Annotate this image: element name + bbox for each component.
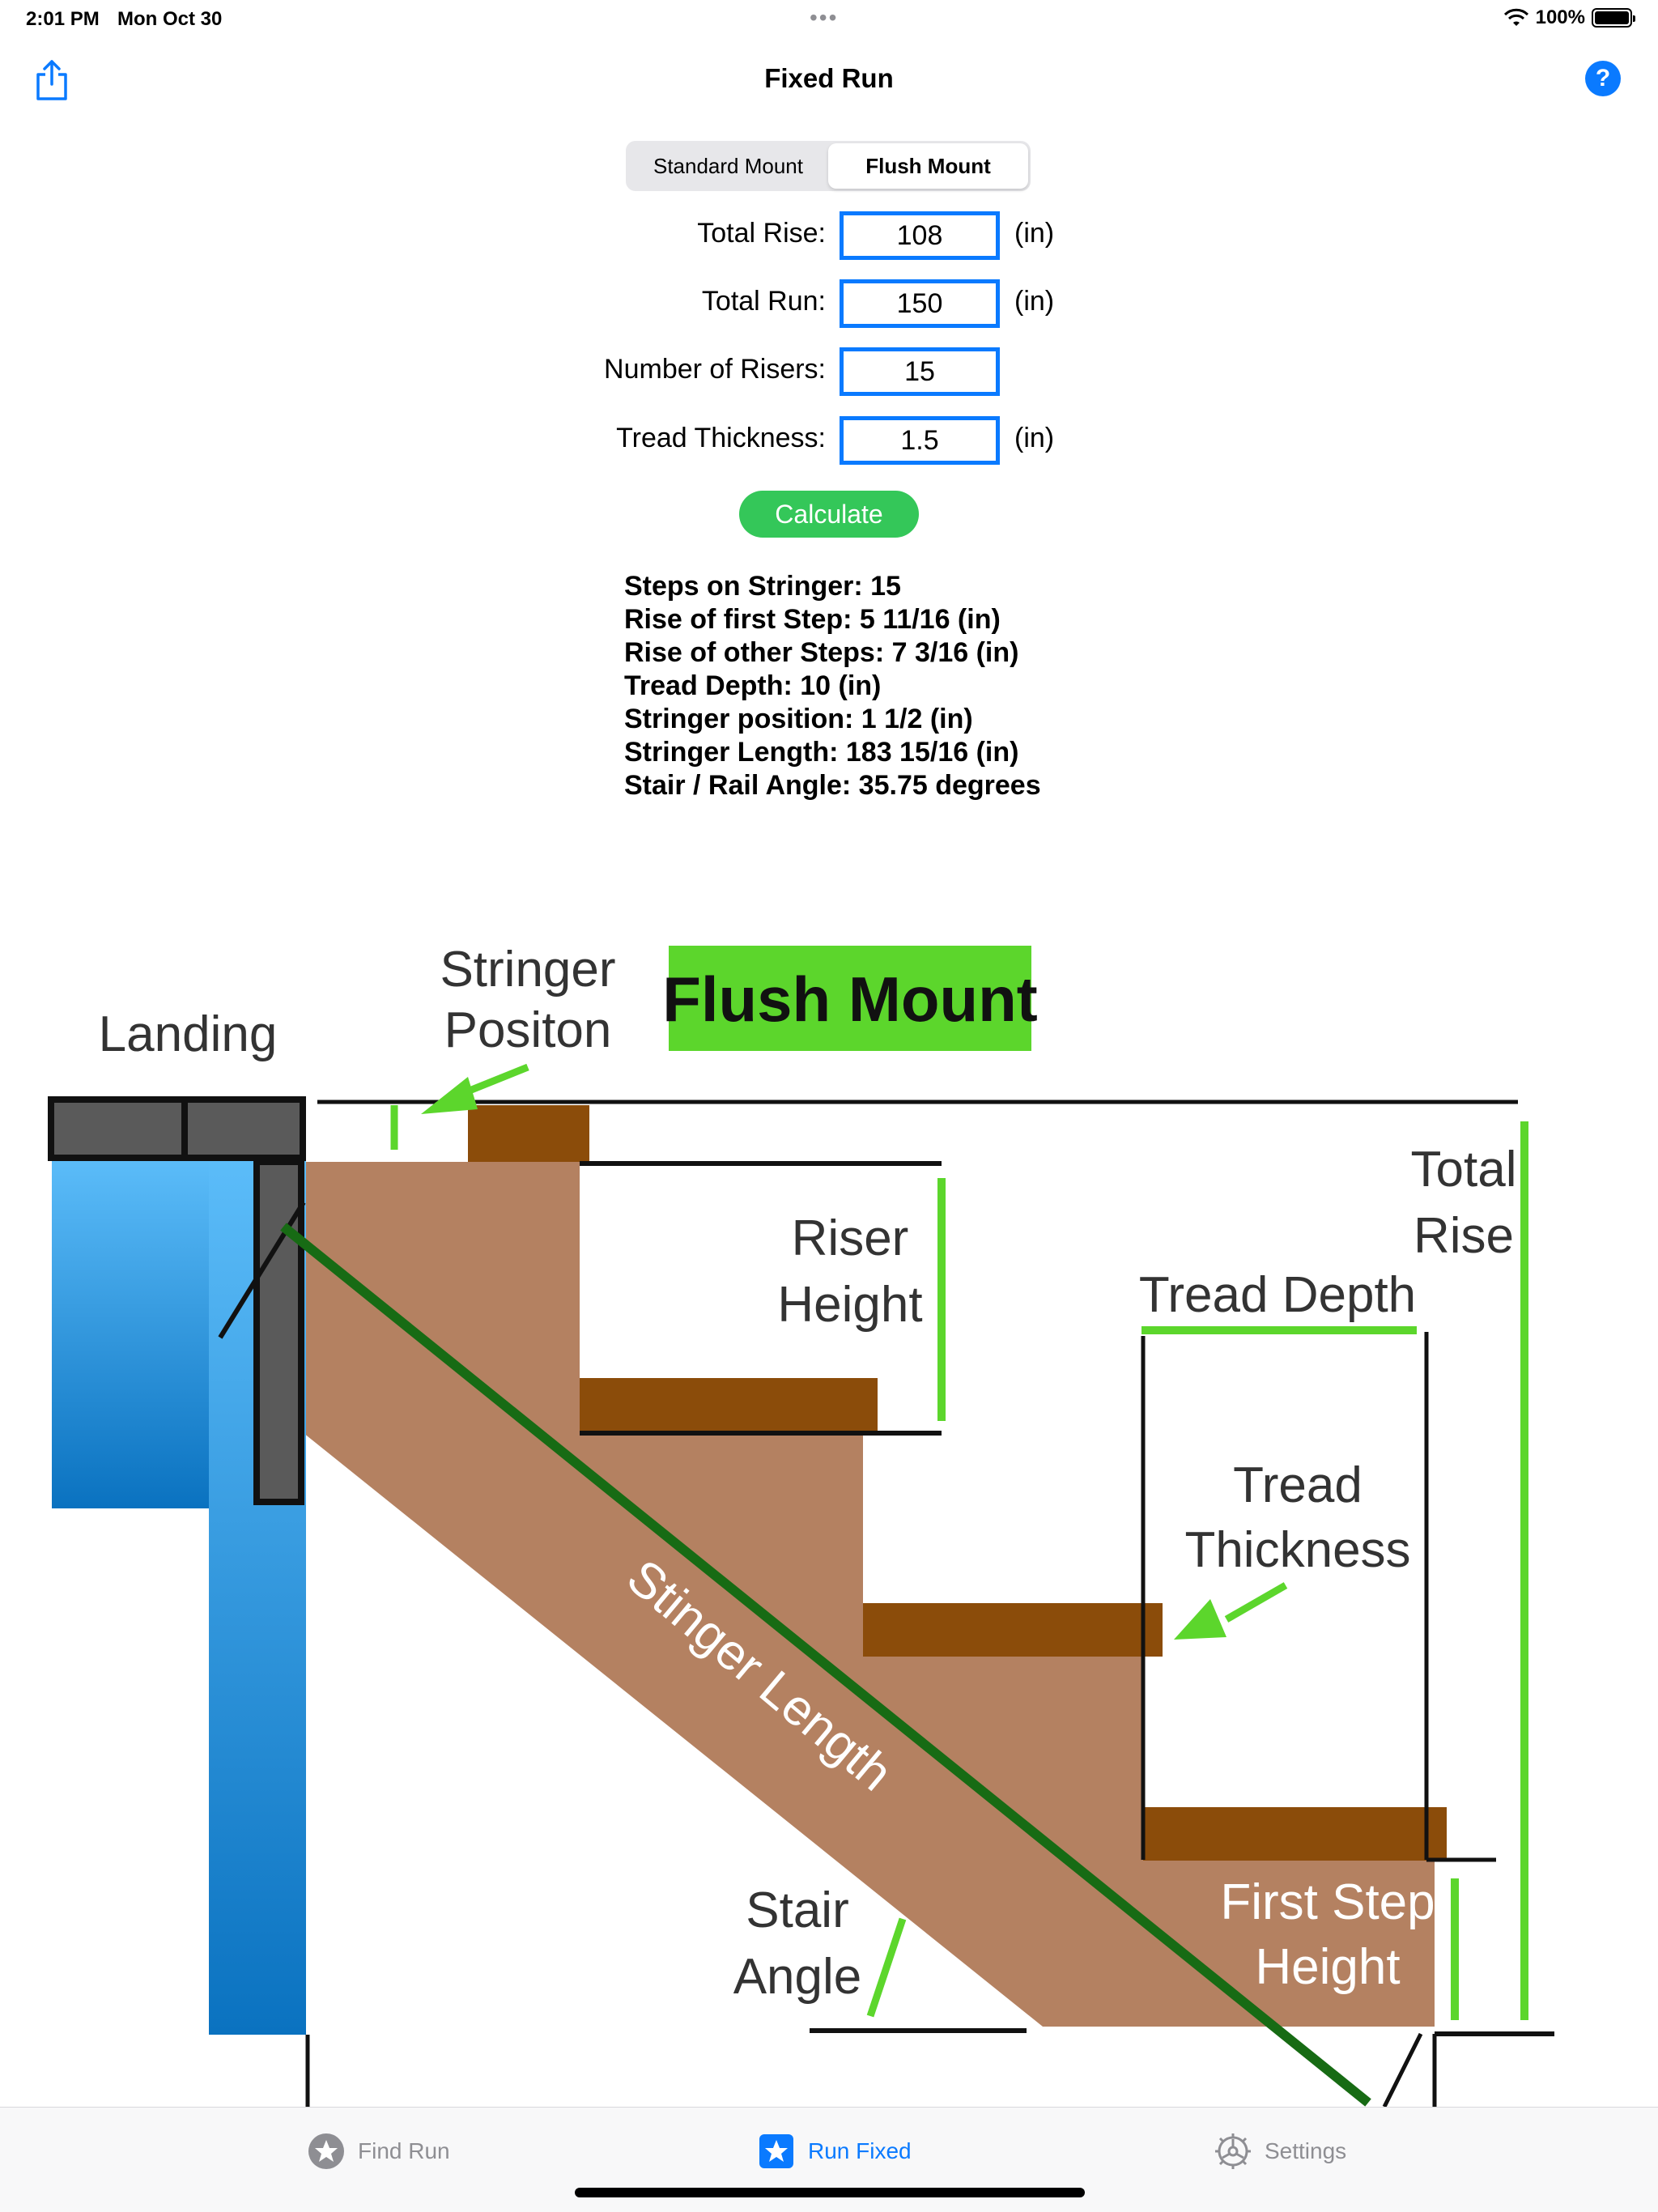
label-riser-height-1: Riser [792, 1210, 909, 1266]
landing-frame [48, 1096, 306, 1161]
total-run-label: Total Run: [701, 286, 826, 317]
label-landing: Landing [99, 1006, 278, 1062]
status-bar: 2:01 PM Mon Oct 30 ••• 100% [0, 0, 1658, 39]
diagram-title: Flush Mount [662, 963, 1038, 1035]
label-first-step-height-2: Height [1255, 1939, 1400, 1995]
tread-thickness-input[interactable] [840, 416, 1000, 465]
result-stringer-length: Stringer Length: 183 15/16 (in) [624, 737, 1019, 768]
tread-top [468, 1105, 589, 1162]
label-stringer-position-2: Positon [444, 1002, 612, 1058]
total-rise-unit: (in) [1014, 218, 1055, 249]
battery-icon [1592, 8, 1635, 28]
tread-2 [863, 1603, 1163, 1657]
segment-flush-mount[interactable]: Flush Mount [828, 143, 1028, 189]
stringer-body [304, 1162, 1435, 2027]
landing-post-upper [52, 1160, 218, 1508]
total-rise-input[interactable] [840, 211, 1000, 260]
multitasking-dots[interactable]: ••• [810, 5, 839, 30]
diagram-title-box [669, 946, 1031, 1051]
landing-joist [253, 1159, 304, 1505]
tab-run-fixed[interactable]: Run Fixed [758, 2129, 912, 2174]
star-square-icon [759, 2134, 793, 2168]
label-stair-angle-1: Stair [746, 1882, 848, 1938]
tread-thickness-unit: (in) [1014, 423, 1055, 453]
label-tread-thickness-2: Thickness [1184, 1522, 1410, 1578]
battery-percent: 100% [1535, 6, 1585, 28]
results-panel: Steps on Stringer: 15 Rise of first Step… [624, 570, 1191, 802]
number-of-risers-row: Number of Risers: [0, 347, 1658, 396]
share-icon[interactable] [34, 58, 70, 102]
wifi-icon [1503, 8, 1528, 26]
label-stair-angle-2: Angle [733, 1949, 862, 2005]
tab-settings[interactable]: Settings [1214, 2129, 1346, 2174]
result-steps-on-stringer: Steps on Stringer: 15 [624, 571, 901, 602]
tread-thickness-row: Tread Thickness: (in) [0, 416, 1658, 465]
label-total-rise-2: Rise [1414, 1208, 1514, 1264]
tab-settings-label: Settings [1265, 2138, 1347, 2163]
tread-3 [1143, 1807, 1447, 1861]
total-run-input[interactable] [840, 279, 1000, 328]
tread-thickness-arrow [1224, 1582, 1288, 1623]
total-run-row: Total Run: (in) [0, 279, 1658, 328]
total-run-unit: (in) [1014, 286, 1055, 317]
page-title: Fixed Run [764, 63, 894, 93]
number-of-risers-label: Number of Risers: [604, 354, 826, 385]
home-indicator[interactable] [575, 2188, 1085, 2197]
help-button[interactable]: ? [1585, 61, 1621, 96]
label-riser-height-2: Height [777, 1277, 922, 1333]
tab-find-run-label: Find Run [358, 2138, 450, 2163]
gear-icon [1215, 2133, 1251, 2169]
tab-find-run[interactable]: Find Run [308, 2129, 450, 2174]
calculate-button[interactable]: Calculate [739, 491, 919, 538]
status-right: 100% [1503, 6, 1635, 29]
result-rise-first-step: Rise of first Step: 5 11/16 (in) [624, 604, 1001, 635]
result-rise-other-steps: Rise of other Steps: 7 3/16 (in) [624, 637, 1019, 668]
label-first-step-height-1: First Step [1220, 1874, 1435, 1930]
star-icon [308, 2133, 344, 2169]
segment-standard-mount[interactable]: Standard Mount [653, 153, 803, 178]
total-rise-label: Total Rise: [697, 218, 826, 249]
label-total-rise-1: Total [1411, 1142, 1517, 1197]
result-stringer-position: Stringer position: 1 1/2 (in) [624, 704, 973, 734]
diagram-svg: Flush Mount Landing Stringer Positon Ris… [48, 942, 1554, 2107]
result-tread-depth: Tread Depth: 10 (in) [624, 670, 882, 701]
tread-1 [580, 1378, 878, 1431]
status-date: Mon Oct 30 [117, 8, 223, 30]
stringer-length-line [280, 1223, 1371, 2107]
tab-run-fixed-label: Run Fixed [808, 2138, 912, 2163]
tread-thickness-label: Tread Thickness: [616, 423, 826, 453]
label-stringer-position-1: Stringer [440, 942, 615, 998]
mount-type-segmented-control[interactable]: Standard Mount Flush Mount [626, 141, 1031, 191]
flush-mount-diagram: Flush Mount Landing Stringer Positon Ris… [0, 931, 1658, 2107]
total-rise-row: Total Rise: (in) [0, 211, 1658, 260]
status-time: 2:01 PM [26, 8, 100, 30]
result-stair-rail-angle: Stair / Rail Angle: 35.75 degrees [624, 770, 1041, 801]
label-tread-depth: Tread Depth [1139, 1267, 1416, 1323]
number-of-risers-input[interactable] [840, 347, 1000, 396]
label-tread-thickness-1: Tread [1233, 1457, 1363, 1513]
